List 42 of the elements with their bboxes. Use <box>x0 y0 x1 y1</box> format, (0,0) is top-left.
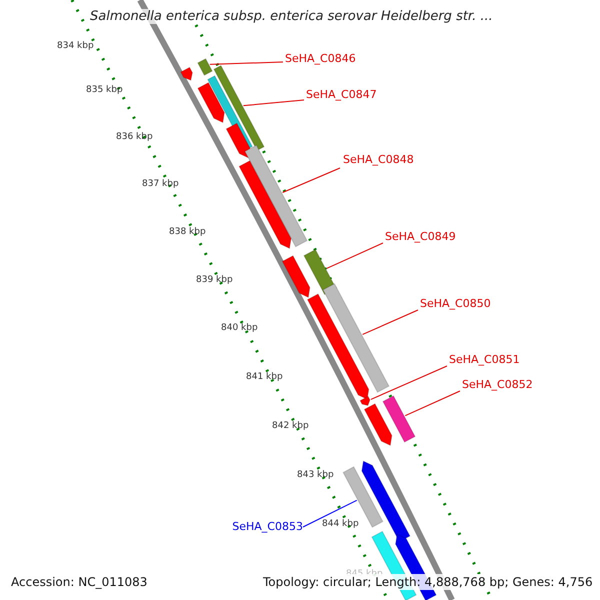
gene-feature <box>180 66 193 81</box>
gene-feature <box>213 64 265 152</box>
gene-label: SeHA_C0849 <box>385 230 456 243</box>
gene-feature <box>238 160 292 250</box>
gene-feature <box>244 144 308 248</box>
leader-line <box>209 62 284 65</box>
scale-label: 834 kbp <box>57 41 94 51</box>
gene-feature <box>322 283 390 393</box>
scale-label: 838 kbp <box>169 227 206 237</box>
scale-label: 843 kbp <box>297 470 334 480</box>
map-title: Salmonella enterica subsp. enterica serovar Heidelberg str. ... <box>90 9 493 24</box>
scale-label: 837 kbp <box>142 179 179 189</box>
scale-label: 835 kbp <box>86 85 123 95</box>
gene-feature <box>359 396 371 406</box>
scale-label: 840 kbp <box>221 323 258 333</box>
leader-line <box>302 500 358 528</box>
leader-line <box>326 242 384 269</box>
gene-label: SeHA_C0851 <box>449 353 520 366</box>
gene-feature <box>282 255 310 298</box>
gene-label: SeHA_C0846 <box>285 52 356 65</box>
gene-feature <box>197 58 213 76</box>
gene-feature <box>306 293 370 400</box>
leader-line <box>404 390 460 416</box>
gene-feature <box>342 466 384 528</box>
gene-label: SeHA_C0852 <box>462 378 533 391</box>
scale-label: 836 kbp <box>116 132 153 142</box>
scale-label: 842 kbp <box>272 421 309 431</box>
scale-label: 839 kbp <box>196 275 233 285</box>
leader-line <box>242 100 304 106</box>
leader-line <box>370 366 448 400</box>
gene-feature <box>226 122 250 159</box>
gene-feature <box>197 82 225 124</box>
scale-label: 841 kbp <box>246 372 283 382</box>
gene-label: SeHA_C0850 <box>420 297 491 310</box>
gene-label: SeHA_C0848 <box>343 153 414 166</box>
leader-line <box>282 168 340 193</box>
gene-label: SeHA_C0853 <box>232 520 303 533</box>
gene-feature <box>364 403 392 446</box>
gene-feature <box>382 395 416 443</box>
gene-label: SeHA_C0847 <box>306 88 377 101</box>
scale-label: 844 kbp <box>322 519 359 529</box>
leader-line <box>362 310 418 335</box>
